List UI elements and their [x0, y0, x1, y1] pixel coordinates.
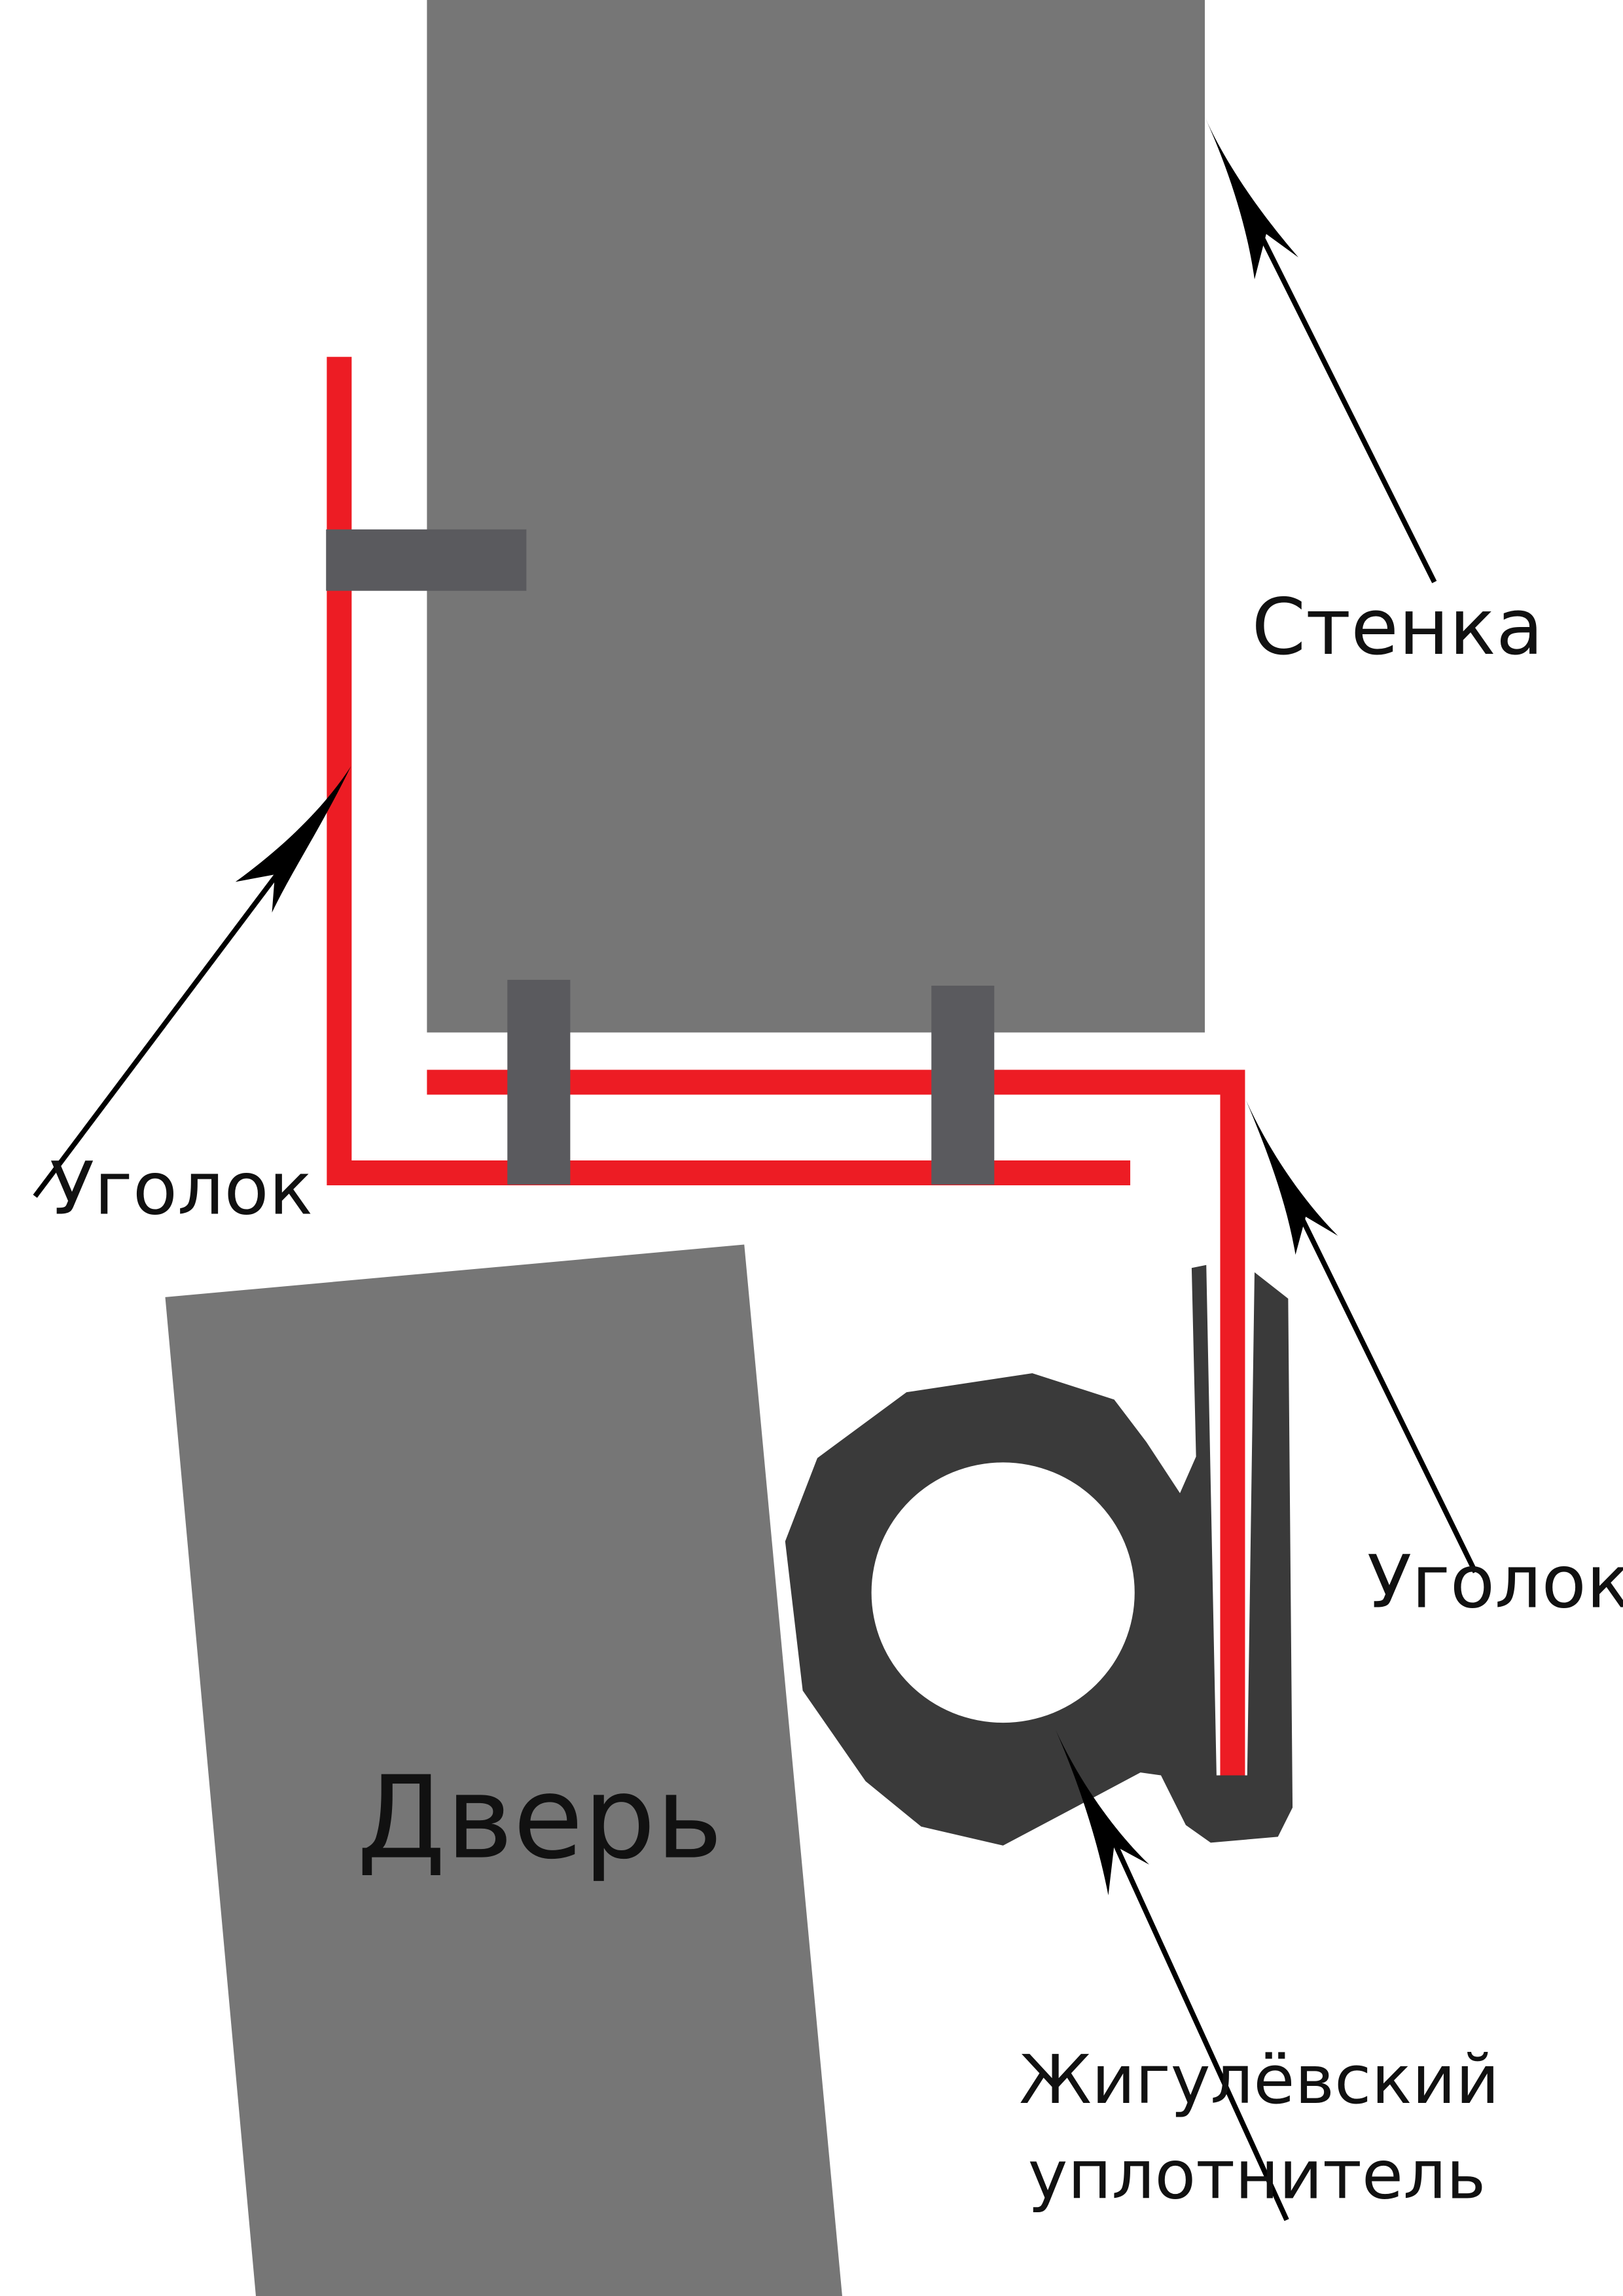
- angle-profile-left: [327, 357, 1131, 1185]
- label-door: Дверь: [357, 1752, 722, 1885]
- label-seal-line2: уплотнитель: [1028, 2136, 1486, 2214]
- label-seal-line1: Жигулёвский: [1019, 2041, 1499, 2119]
- wall-block: [427, 0, 1205, 1033]
- fastener-top-left: [326, 529, 527, 591]
- angle-profile-right: [427, 1069, 1245, 1776]
- door-block: [165, 1244, 842, 2296]
- fastener-bottom-right: [931, 985, 995, 1185]
- arrow-seal: [1056, 1730, 1289, 2221]
- label-angle-right: Уголок: [1367, 1540, 1623, 1625]
- fastener-bottom-left: [507, 980, 571, 1185]
- label-angle-left: Уголок: [50, 1147, 313, 1232]
- seal-hollow: [871, 1462, 1135, 1723]
- rubber-seal: [785, 1265, 1293, 1846]
- label-wall: Стенка: [1252, 582, 1544, 672]
- arrow-wall: [1205, 117, 1437, 584]
- arrow-angle-right: [1245, 1100, 1478, 1573]
- arrow-angle-left: [33, 766, 351, 1198]
